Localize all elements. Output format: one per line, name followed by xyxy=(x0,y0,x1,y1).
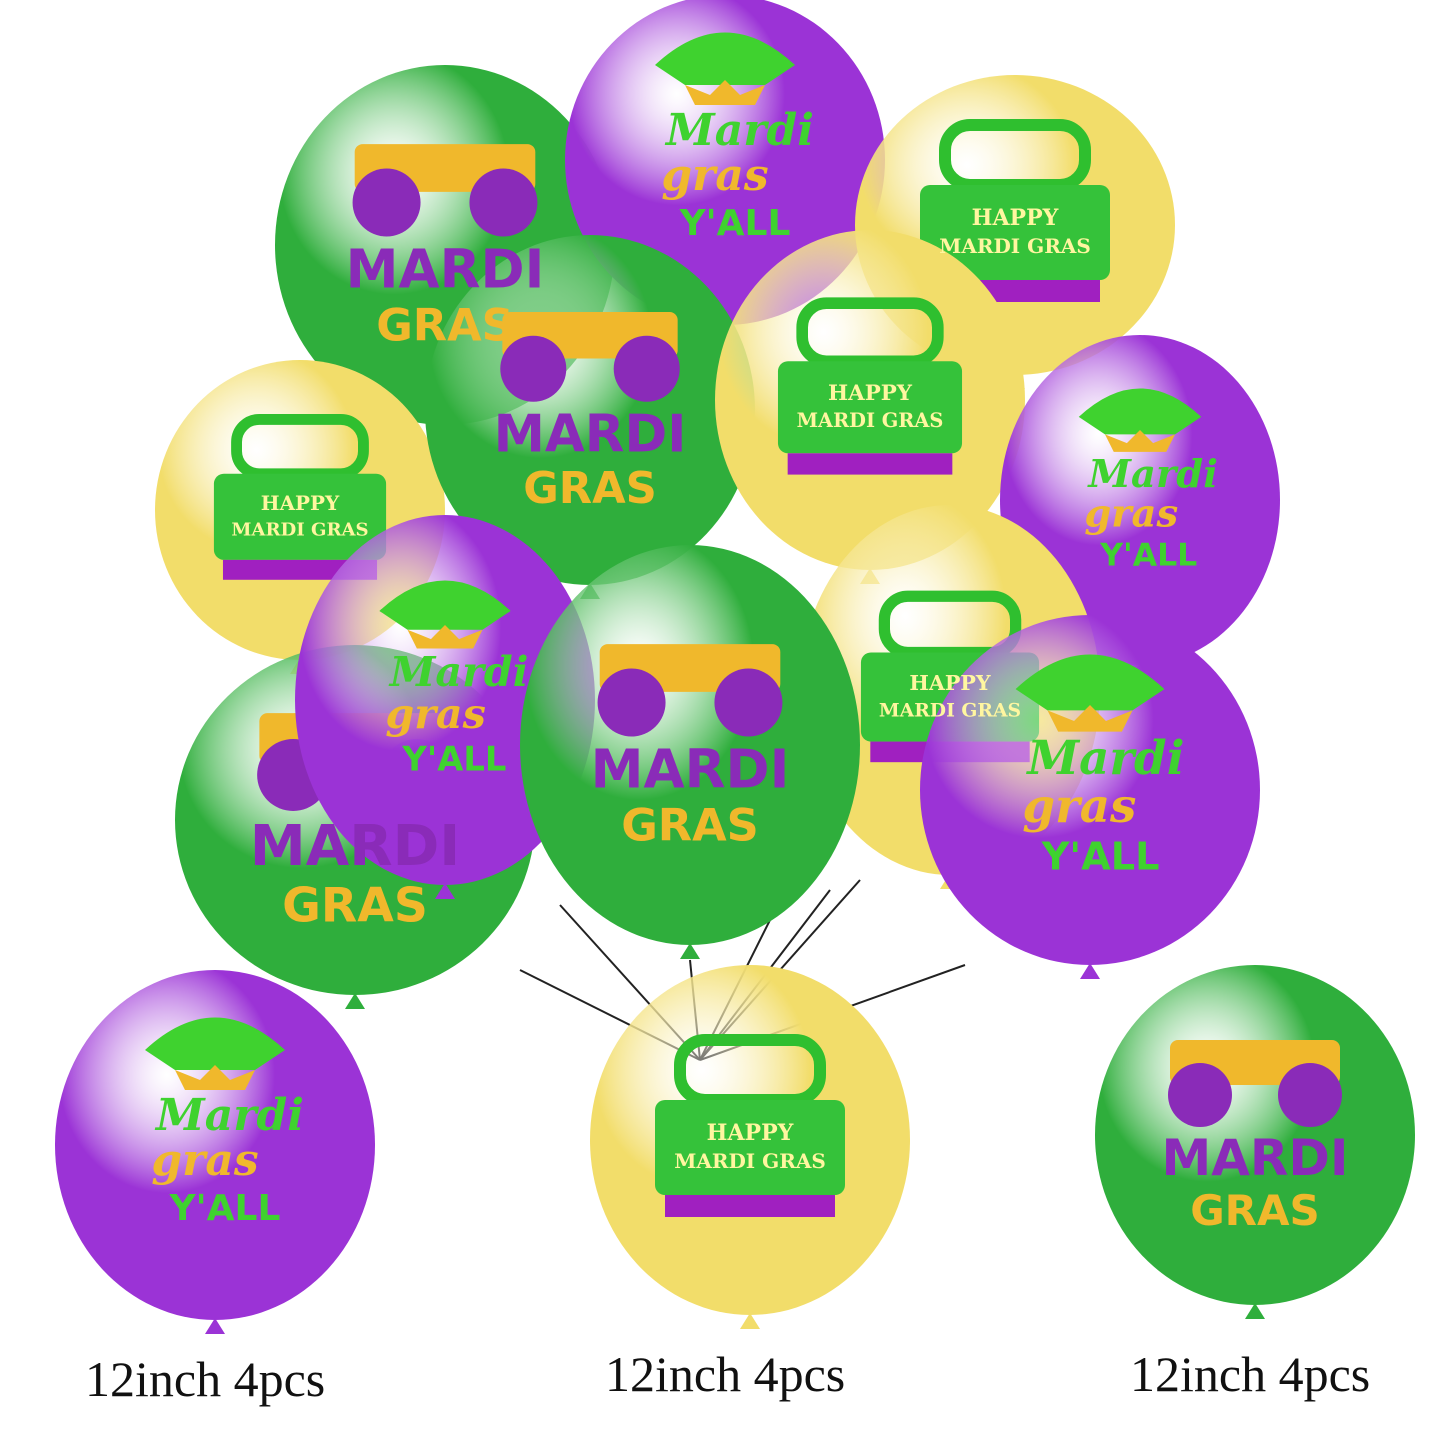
monster-truck-icon xyxy=(500,312,680,402)
balloon-print-text: HAPPY MARDI GRAS xyxy=(879,671,1021,721)
monster-truck-icon xyxy=(352,144,538,237)
print-gras: gras xyxy=(385,689,486,738)
print-mardi-gras: MARDI GRAS xyxy=(797,409,944,432)
balloon-knot xyxy=(680,943,700,959)
print-happy: HAPPY xyxy=(972,205,1059,231)
caption-yellow: 12inch 4pcs xyxy=(605,1346,846,1402)
truck-with-masks-icon xyxy=(777,297,963,475)
balloon-body xyxy=(565,0,885,325)
balloon-knot xyxy=(435,883,455,899)
print-mardi: Mardi xyxy=(388,647,529,696)
balloon-print-text: HAPPY MARDI GRAS xyxy=(674,1120,826,1173)
balloon-yellow xyxy=(715,230,1025,584)
caption-green: 12inch 4pcs xyxy=(1130,1346,1371,1402)
caption-purple: 12inch 4pcs xyxy=(85,1351,326,1407)
print-gras: GRAS xyxy=(1190,1186,1320,1235)
balloon-green xyxy=(425,235,755,599)
balloon-knot xyxy=(740,1313,760,1329)
print-happy: HAPPY xyxy=(707,1120,794,1146)
balloon-green xyxy=(1095,965,1415,1319)
print-mardi: MARDI xyxy=(591,739,790,801)
balloon-knot xyxy=(205,1318,225,1334)
jester-hat-icon xyxy=(1015,654,1165,732)
jester-hat-icon xyxy=(145,1017,285,1090)
balloon-print-text: HAPPY MARDI GRAS xyxy=(939,205,1091,258)
print-mardi: MARDI xyxy=(250,814,460,879)
print-yall: Y'ALL xyxy=(1099,538,1197,574)
truck-with-masks-icon xyxy=(655,1034,845,1217)
balloon-body xyxy=(55,970,375,1320)
print-gras: gras xyxy=(151,1135,258,1186)
print-yall: Y'ALL xyxy=(169,1188,281,1229)
print-mardi: MARDI xyxy=(494,404,687,464)
print-happy: HAPPY xyxy=(828,381,913,406)
print-mardi-gras: MARDI GRAS xyxy=(879,699,1021,721)
jester-hat-icon xyxy=(655,32,795,105)
print-yall: Y'ALL xyxy=(679,203,791,244)
print-mardi: Mardi xyxy=(154,1090,304,1141)
monster-truck-icon xyxy=(1168,1040,1342,1127)
print-mardi: Mardi xyxy=(1086,452,1217,497)
balloon-purple xyxy=(295,515,595,899)
print-gras: gras xyxy=(1084,491,1178,536)
print-mardi: Mardi xyxy=(1025,731,1184,786)
balloon-purple xyxy=(920,615,1260,979)
balloon-print-text: HAPPY MARDI GRAS xyxy=(797,381,944,432)
print-happy: HAPPY xyxy=(261,491,340,515)
print-yall: Y'ALL xyxy=(1041,835,1160,880)
print-mardi-gras: MARDI GRAS xyxy=(674,1149,826,1173)
print-yall: Y'ALL xyxy=(401,739,506,778)
print-gras: GRAS xyxy=(282,878,428,933)
print-gras: GRAS xyxy=(621,800,759,852)
balloon-print-text: HAPPY MARDI GRAS xyxy=(231,491,368,540)
print-mardi: Mardi xyxy=(664,105,814,156)
balloon-layer xyxy=(55,0,1415,1334)
print-gras: gras xyxy=(661,150,768,201)
balloon-body xyxy=(920,615,1260,965)
print-gras: GRAS xyxy=(523,464,657,514)
print-mardi: MARDI xyxy=(1161,1129,1348,1187)
balloon-purple xyxy=(55,970,375,1334)
print-happy: HAPPY xyxy=(909,671,990,695)
balloon-knot xyxy=(345,993,365,1009)
monster-truck-icon xyxy=(597,644,783,737)
print-gras: GRAS xyxy=(376,300,514,352)
balloon-knot xyxy=(1245,1303,1265,1319)
print-mardi-gras: MARDI GRAS xyxy=(231,519,368,540)
jester-hat-icon xyxy=(1078,388,1202,452)
print-mardi: MARDI xyxy=(346,239,545,301)
balloon-body xyxy=(295,515,595,885)
jester-hat-icon xyxy=(379,580,511,649)
print-gras: gras xyxy=(1022,779,1136,834)
balloon-purple xyxy=(565,0,885,339)
balloon-yellow xyxy=(590,965,910,1329)
balloon-knot xyxy=(1080,963,1100,979)
print-mardi-gras: MARDI GRAS xyxy=(939,234,1091,258)
balloon-green xyxy=(520,545,860,959)
truck-with-masks-icon xyxy=(213,413,387,580)
